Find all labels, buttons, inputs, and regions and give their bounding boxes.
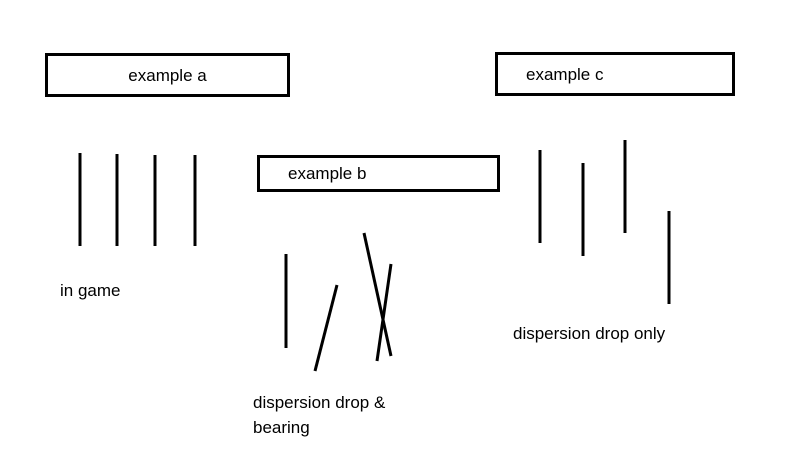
example-b-line-2 bbox=[313, 284, 339, 372]
example-c-line-group bbox=[538, 140, 671, 304]
example-b-line-4 bbox=[375, 263, 393, 362]
example-a-line-group bbox=[78, 153, 197, 246]
example-a-label-text: example a bbox=[128, 65, 207, 85]
example-b-line-3 bbox=[362, 232, 393, 357]
example-b-caption: dispersion drop & bearing bbox=[253, 393, 386, 437]
example-c-label-text: example c bbox=[526, 64, 604, 84]
example-b-line-group bbox=[284, 232, 393, 372]
example-c-label-box: example c bbox=[495, 52, 735, 96]
example-a-caption: in game bbox=[60, 281, 121, 300]
example-b-label-box: example b bbox=[257, 155, 500, 192]
example-c-caption: dispersion drop only bbox=[513, 324, 666, 343]
example-a-label-box: example a bbox=[45, 53, 290, 97]
example-b-label-text: example b bbox=[288, 164, 367, 183]
